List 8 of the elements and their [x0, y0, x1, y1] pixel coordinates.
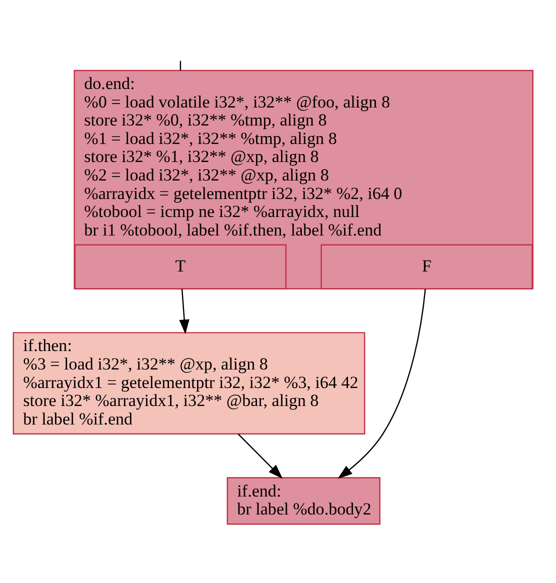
node-box: T: [74, 244, 287, 289]
node-box: if.then: %3 = load i32*, i32** @xp, align 8 %arrayidx1 = getelementptr i32, i32* %3, i64 42 store i32* %arrayidx1, i32** @bar, align 8 br label %if.end: [12, 332, 366, 434]
connector: [180, 60, 182, 70]
arrow: [238, 433, 283, 478]
node-box: F: [320, 244, 533, 289]
arrow: [179, 288, 190, 334]
arrow: [338, 288, 426, 478]
node-box: if.end: br label %do.body2: [226, 476, 380, 524]
